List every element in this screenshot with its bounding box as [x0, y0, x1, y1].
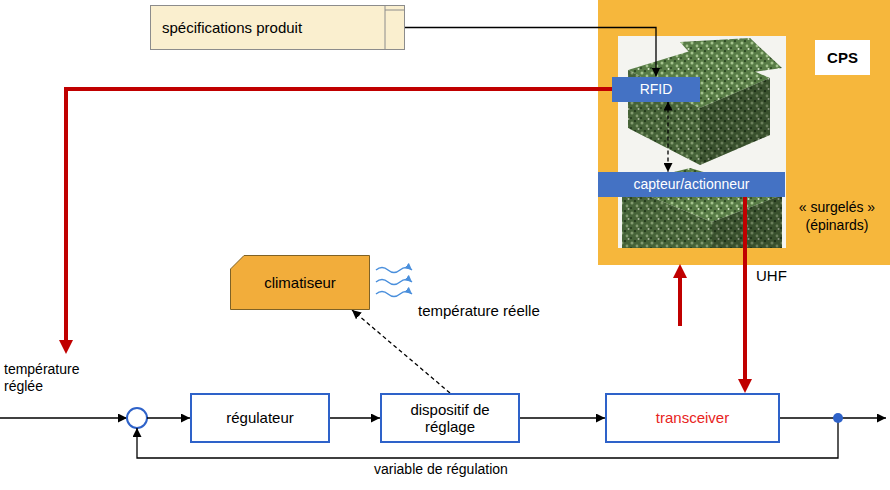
process-box: dispositif de réglage: [380, 393, 520, 443]
connector: [330, 417, 380, 418]
box-label: spécifications produit: [162, 19, 302, 36]
air-flow: [376, 268, 412, 273]
connector: [743, 197, 747, 385]
box-label: capteur/actionneur: [634, 176, 750, 192]
signal-wire: [147, 417, 190, 418]
box-label: RFID: [640, 81, 673, 97]
block-shade: [700, 78, 770, 165]
branch-dot: [833, 413, 843, 423]
air-conditioner-shape: climatiseur: [230, 255, 370, 310]
cps-panel: RFID capteur/actionneur CPS « surgelés » (é…: [598, 0, 890, 265]
connector: [405, 28, 656, 77]
sensor-box: capteur/actionneur: [598, 172, 785, 197]
document-box: spécifications produit: [150, 5, 405, 50]
product-label: « surgelés » (épinards): [788, 199, 886, 234]
air-flow: [376, 280, 412, 285]
box-label: climatiseur: [264, 274, 336, 291]
setpoint-wire: [66, 89, 612, 346]
box-label: dispositif de réglage: [394, 401, 506, 436]
process-box: régulateur: [190, 393, 330, 443]
air-conditioner-fill: [231, 256, 370, 310]
edge-label: UHF: [754, 267, 789, 285]
tag-box: RFID: [612, 77, 700, 102]
air-flow: [376, 292, 412, 297]
panel-title: CPS: [815, 40, 870, 75]
connector: [352, 310, 450, 393]
document-fill: [151, 6, 405, 50]
connector: [667, 102, 668, 173]
sensing-wire: [678, 272, 682, 326]
photo-ground: [618, 36, 786, 248]
box-label: régulateur: [226, 409, 294, 426]
signal-label: variable de régulation: [372, 461, 510, 478]
sum-junction: [127, 408, 147, 428]
process-box: transceiver: [605, 393, 780, 443]
document-divider: [385, 5, 386, 50]
box-label: transceiver: [656, 409, 729, 426]
spinach-photo: [618, 36, 786, 248]
frozen-block: [700, 78, 770, 165]
signal-label: température réelle: [416, 302, 542, 320]
connector: [520, 417, 605, 418]
signal-label: température réglée: [2, 361, 98, 395]
document-divider: [385, 10, 405, 11]
input-wire: [0, 417, 127, 418]
